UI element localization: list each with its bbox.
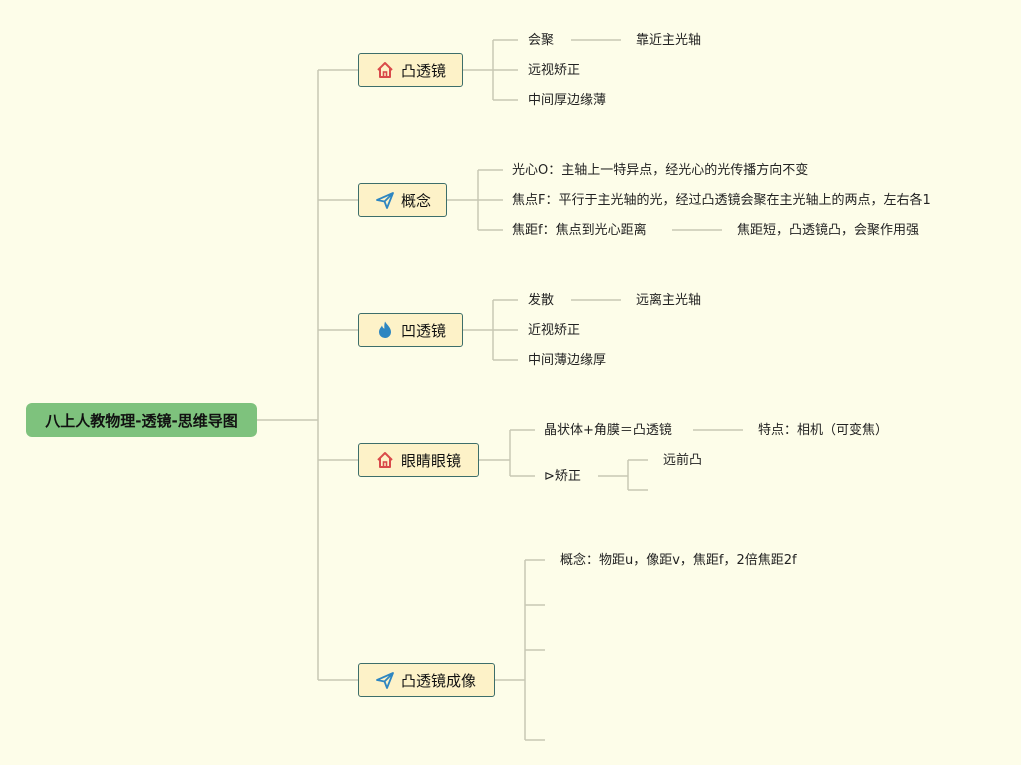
leaf-far-front-convex: 远前凸	[663, 453, 703, 468]
branch-label: 凸透镜成像	[401, 671, 477, 690]
root-node[interactable]: 八上人教物理-透镜-思维导图	[26, 403, 257, 437]
leaf-thin-middle: 中间薄边缘厚	[528, 353, 607, 368]
branch-label: 凹透镜	[401, 321, 447, 340]
leaf-diverge: 发散	[528, 293, 555, 308]
root-label: 八上人教物理-透镜-思维导图	[45, 411, 238, 430]
leaf-near-axis: 靠近主光轴	[636, 33, 702, 48]
branch-eyes-glasses[interactable]: 眼睛眼镜	[358, 443, 479, 477]
fire-icon	[375, 320, 395, 340]
leaf-imaging-concepts: 概念：物距u，像距v，焦距f，2倍焦距2f	[560, 553, 797, 568]
leaf-focal-length-note: 焦距短，凸透镜凸，会聚作用强	[737, 223, 920, 238]
leaf-correction: ⊳矫正	[544, 469, 581, 484]
paper-plane-icon	[375, 670, 395, 690]
leaf-converge: 会聚	[528, 33, 555, 48]
leaf-optical-center: 光心O：主轴上一特异点，经光心的光传播方向不变	[512, 163, 809, 178]
leaf-camera-feature: 特点：相机（可变焦）	[758, 423, 889, 438]
branch-convex-imaging[interactable]: 凸透镜成像	[358, 663, 495, 697]
branch-label: 概念	[401, 191, 432, 210]
branch-convex-lens[interactable]: 凸透镜	[358, 53, 463, 87]
branch-label: 凸透镜	[401, 61, 447, 80]
leaf-focus: 焦点F：平行于主光轴的光，经过凸透镜会聚在主光轴上的两点，左右各1	[512, 193, 931, 208]
leaf-farsight-correction: 远视矫正	[528, 63, 581, 78]
paper-plane-icon	[375, 190, 395, 210]
leaf-away-axis: 远离主光轴	[636, 293, 702, 308]
house-icon	[375, 60, 395, 80]
leaf-focal-length: 焦距f：焦点到光心距离	[512, 223, 647, 238]
branch-label: 眼睛眼镜	[401, 451, 462, 470]
leaf-thick-middle: 中间厚边缘薄	[528, 93, 607, 108]
branch-concave-lens[interactable]: 凹透镜	[358, 313, 463, 347]
house-icon	[375, 450, 395, 470]
leaf-lens-cornea: 晶状体+角膜＝凸透镜	[544, 423, 672, 438]
branch-concept[interactable]: 概念	[358, 183, 447, 217]
leaf-myopia-correction: 近视矫正	[528, 323, 581, 338]
